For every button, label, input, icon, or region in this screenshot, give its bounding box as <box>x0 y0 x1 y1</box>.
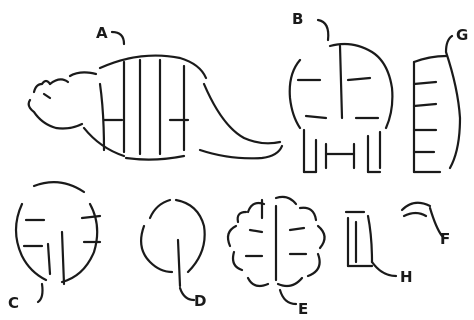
label-h: H <box>400 268 413 286</box>
label-c: C <box>8 294 19 312</box>
label-b: B <box>292 10 303 28</box>
drawing-c-circle: C <box>8 182 100 312</box>
label-d: D <box>194 292 206 310</box>
label-e: E <box>298 300 308 318</box>
label-g: G <box>456 26 468 44</box>
drawing-g-shape: G <box>414 26 468 172</box>
label-f: F <box>440 230 450 248</box>
label-a: A <box>96 24 108 42</box>
drawing-e-scalloped: E <box>228 197 325 318</box>
drawing-d-circle: D <box>141 200 206 310</box>
drawing-a-animal: A <box>29 24 282 160</box>
drawing-f-fragment: F <box>402 203 450 248</box>
drawing-b-animal: B <box>290 10 393 172</box>
drawing-h-column: H <box>346 212 413 286</box>
